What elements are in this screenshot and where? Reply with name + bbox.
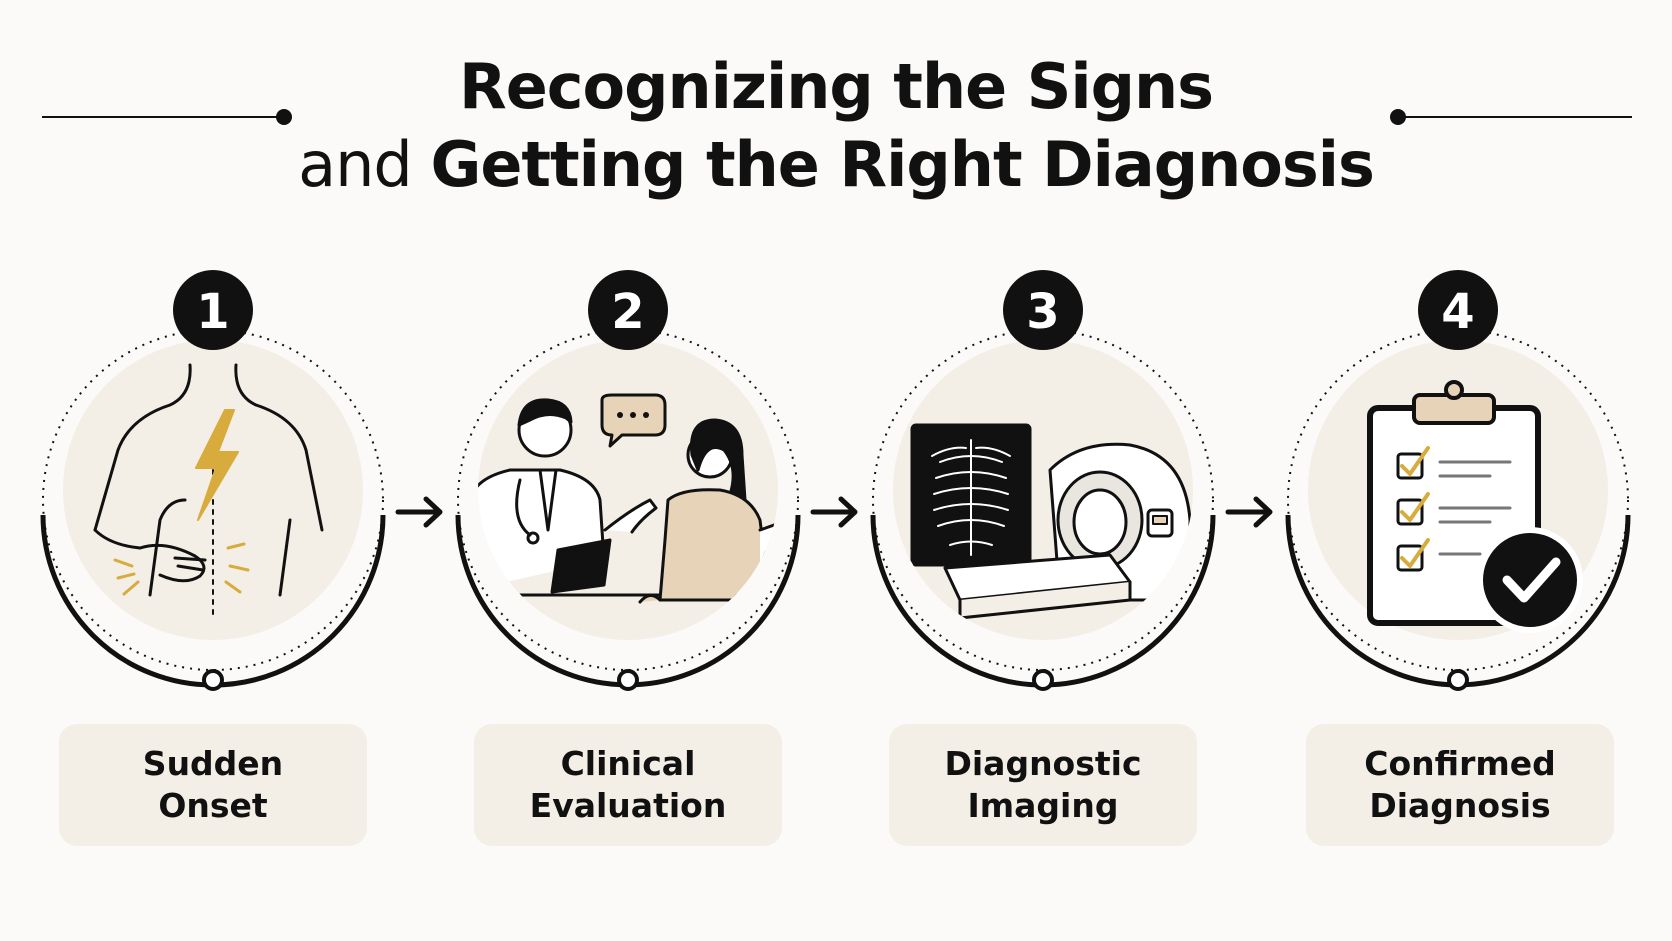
step-4-label-line-1: Confirmed [1364, 744, 1556, 783]
step-2-number: 2 [611, 284, 644, 340]
title-line-2-prefix: and [298, 128, 413, 201]
step-4-label: Confirmed Diagnosis [1306, 724, 1614, 846]
step-1-label: Sudden Onset [59, 724, 367, 846]
checkmark-badge-icon [1477, 527, 1583, 633]
step-3-number-badge [1003, 270, 1083, 350]
title-rule-right-dot [1390, 109, 1406, 125]
title-line-2-emphasis: Getting the Right Diagnosis [430, 128, 1374, 201]
step-4-connector-dot [1447, 669, 1469, 691]
step-2: 2 [455, 270, 801, 691]
arrow-3-to-4 [1225, 496, 1273, 528]
back-pain-icon [93, 363, 324, 621]
title-line-2: and Getting the Right Diagnosis [0, 126, 1672, 204]
title-rule-left [42, 116, 282, 118]
ct-scan-icon [910, 423, 1192, 620]
step-4-label-line-2: Diagnosis [1369, 786, 1551, 825]
step-1-number: 1 [196, 284, 229, 340]
step-2-label: Clinical Evaluation [474, 724, 782, 846]
step-3: 3 [870, 270, 1216, 691]
step-3-label: Diagnostic Imaging [889, 724, 1197, 846]
step-3-number: 3 [1026, 284, 1059, 340]
step-3-label-line-2: Imaging [967, 786, 1119, 825]
step-3-connector-dot [1032, 669, 1054, 691]
title-rule-right [1400, 116, 1632, 118]
step-4-number-badge [1418, 270, 1498, 350]
step-1-connector-dot [202, 669, 224, 691]
step-1: 1 [40, 270, 386, 691]
step-4: 4 [1285, 270, 1631, 691]
clipboard-check-icon [1367, 380, 1583, 633]
step-2-number-badge [588, 270, 668, 350]
step-2-label-line-1: Clinical [560, 744, 696, 783]
step-3-label-line-1: Diagnostic [944, 744, 1142, 783]
arrow-2-to-3 [810, 496, 858, 528]
title-rule-left-dot [276, 109, 292, 125]
arrow-1-to-2 [395, 496, 443, 528]
speech-bubble-icon [600, 393, 667, 448]
step-1-label-line-2: Onset [158, 786, 268, 825]
step-1-label-line-1: Sudden [142, 744, 284, 783]
doctor-consultation-icon [478, 393, 778, 604]
title-line-1: Recognizing the Signs [458, 50, 1214, 123]
step-1-number-badge [173, 270, 253, 350]
step-2-connector-dot [617, 669, 639, 691]
step-4-number: 4 [1441, 284, 1474, 340]
page-title: Recognizing the Signs and Getting the Ri… [0, 48, 1672, 204]
lightning-bolt-icon [195, 409, 239, 521]
step-2-label-line-2: Evaluation [529, 786, 727, 825]
